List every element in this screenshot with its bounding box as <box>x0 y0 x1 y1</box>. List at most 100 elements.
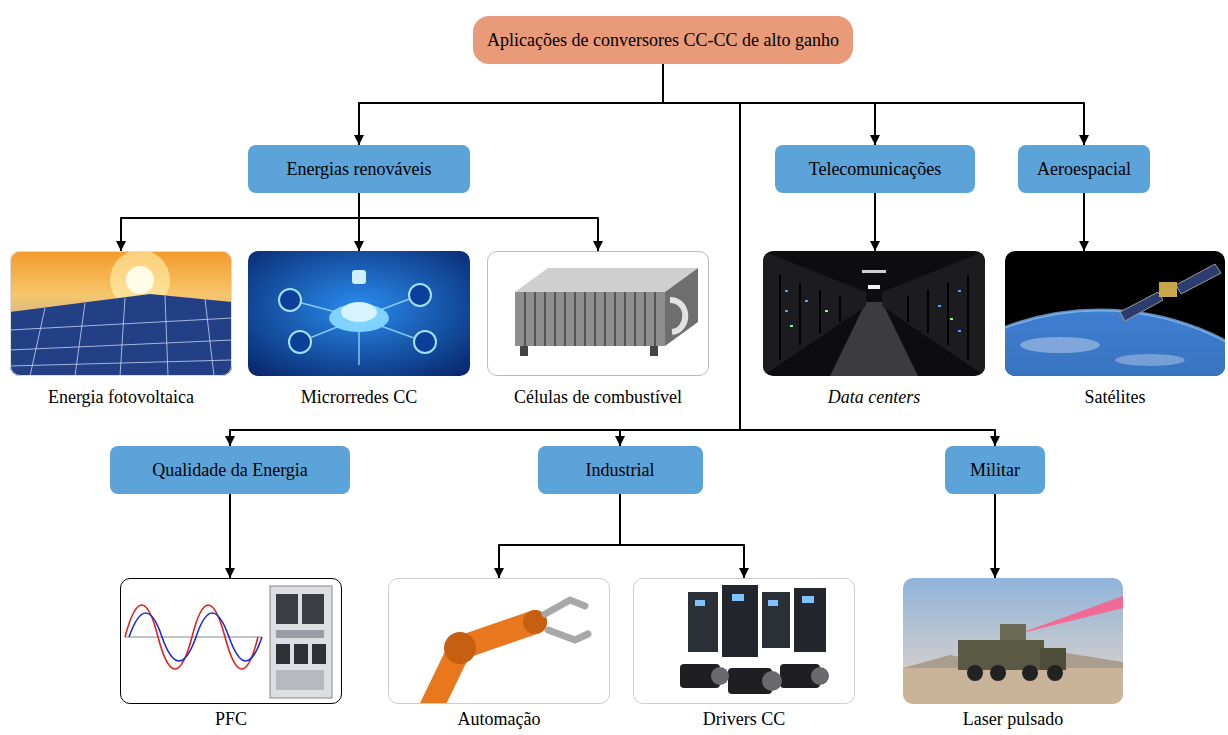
image-caption: Energia fotovoltaica <box>48 388 194 408</box>
category-box: Industrial <box>538 446 703 494</box>
dc-drives-picture-part <box>762 592 790 648</box>
category-label: Telecomunicações <box>809 159 942 180</box>
microgrid-picture-part <box>290 295 425 365</box>
pfc-picture-part <box>312 644 326 664</box>
data-center-picture-part-part <box>938 305 941 307</box>
data-center-picture-part <box>868 285 880 289</box>
application-image-frame: Automação <box>388 578 610 704</box>
category-box: Qualidade da Energia <box>110 446 350 494</box>
pfc-picture-part <box>302 594 324 624</box>
data-center-picture-part <box>862 270 886 273</box>
dc-drives-picture-part <box>811 667 829 685</box>
robot-arm-picture-part <box>430 622 535 704</box>
tree-connector <box>874 193 876 251</box>
laser-vehicle-picture-part <box>1022 665 1038 681</box>
data-center-picture-part <box>790 310 953 327</box>
laser-vehicle-picture-part <box>967 665 983 681</box>
dc-drives-picture-part <box>722 585 758 657</box>
fuel-cell-picture-part <box>487 251 709 376</box>
fuel-cell-picture-part <box>525 292 655 346</box>
solar-panel-picture-part <box>10 296 232 376</box>
pfc-picture-part <box>125 605 258 669</box>
pfc-picture-part <box>120 578 342 704</box>
application-image-frame: PFC <box>120 578 342 704</box>
data-center-picture-part <box>763 251 866 376</box>
laser-vehicle-picture-part <box>903 578 1123 704</box>
category-box: Telecomunicações <box>775 145 975 193</box>
dc-drives-picture-part <box>768 600 778 606</box>
application-image-frame: Data centers <box>763 251 985 376</box>
dc-drives-picture-part <box>695 600 705 606</box>
pfc-picture-part <box>129 613 262 661</box>
tree-connector <box>121 193 359 251</box>
data-center-picture-part-part <box>958 290 961 292</box>
solar-panel-picture-part <box>10 251 232 376</box>
satellite-picture-part <box>1005 310 1225 376</box>
dc-drives-picture-part <box>762 671 782 691</box>
data-center-picture-part-part <box>805 300 808 302</box>
image-caption: Satélites <box>1085 388 1146 408</box>
data-center-picture-part-part <box>958 330 961 332</box>
satellite-picture-part <box>1159 282 1177 297</box>
laser-vehicle-picture-part <box>1047 665 1063 681</box>
dc-drives-picture-part <box>633 578 855 704</box>
data-center-picture-part-part <box>790 325 793 327</box>
category-box: Militar <box>945 446 1045 494</box>
data-center-picture-part-part <box>825 310 828 312</box>
solar-panel-picture-part <box>126 266 154 294</box>
laser-vehicle-picture-part <box>990 665 1006 681</box>
pfc-picture-part <box>276 594 298 624</box>
image-caption: PFC <box>215 710 247 730</box>
tree-connector <box>229 494 231 578</box>
tree-connector <box>663 64 875 145</box>
dc-drives-picture-part <box>802 596 814 603</box>
data-center-picture-part-part <box>785 290 788 292</box>
laser-vehicle-picture <box>903 578 1123 704</box>
category-box: Energias renováveis <box>248 145 470 193</box>
microgrid-picture-part <box>414 331 436 353</box>
data-center-picture <box>763 251 985 376</box>
pfc-picture-part <box>276 630 324 638</box>
application-image-frame: Laser pulsado <box>903 578 1123 704</box>
root-title: Aplicações de conversores CC-CC de alto … <box>487 30 839 51</box>
application-image-frame: Drivers CC <box>633 578 855 704</box>
data-center-picture-part <box>882 251 985 376</box>
image-caption: Laser pulsado <box>963 710 1063 730</box>
tree-connector <box>620 494 744 578</box>
category-label: Aeroespacial <box>1037 159 1131 180</box>
data-center-picture-part <box>763 251 985 376</box>
image-caption: Automação <box>458 710 541 730</box>
satellite-picture <box>1005 251 1225 376</box>
satellite-picture-part <box>1005 310 1225 376</box>
pfc-picture <box>120 578 342 704</box>
tree-connector <box>499 494 620 578</box>
category-label: Energias renováveis <box>286 159 431 180</box>
tree-connector <box>663 64 1084 145</box>
microgrid-picture-part <box>248 251 470 376</box>
data-center-picture-part <box>785 290 961 332</box>
data-center-picture-part-part <box>950 318 953 320</box>
category-label: Industrial <box>586 460 655 481</box>
laser-vehicle-picture-part <box>1000 624 1026 640</box>
fuel-cell-picture-part <box>515 292 665 346</box>
tree-connector <box>230 64 740 446</box>
application-image-frame: Células de combustível <box>487 251 709 376</box>
pfc-picture-part <box>276 644 290 664</box>
laser-vehicle-picture-part <box>903 668 1123 704</box>
data-center-picture-part <box>780 275 968 360</box>
robot-arm-picture <box>388 578 610 704</box>
dc-drives-picture-part <box>711 667 729 685</box>
laser-vehicle-picture-part <box>1018 596 1123 634</box>
dc-drives-picture-part <box>794 588 826 652</box>
application-image-frame: Satélites <box>1005 251 1225 376</box>
pfc-picture-part <box>276 670 324 690</box>
satellite-picture-part <box>1115 354 1185 366</box>
application-image-frame: Microrredes CC <box>248 251 470 376</box>
solar-panel-picture-part <box>10 294 232 376</box>
category-label: Qualidade da Energia <box>152 460 308 481</box>
tree-connector <box>663 64 995 446</box>
image-caption: Microrredes CC <box>301 388 417 408</box>
